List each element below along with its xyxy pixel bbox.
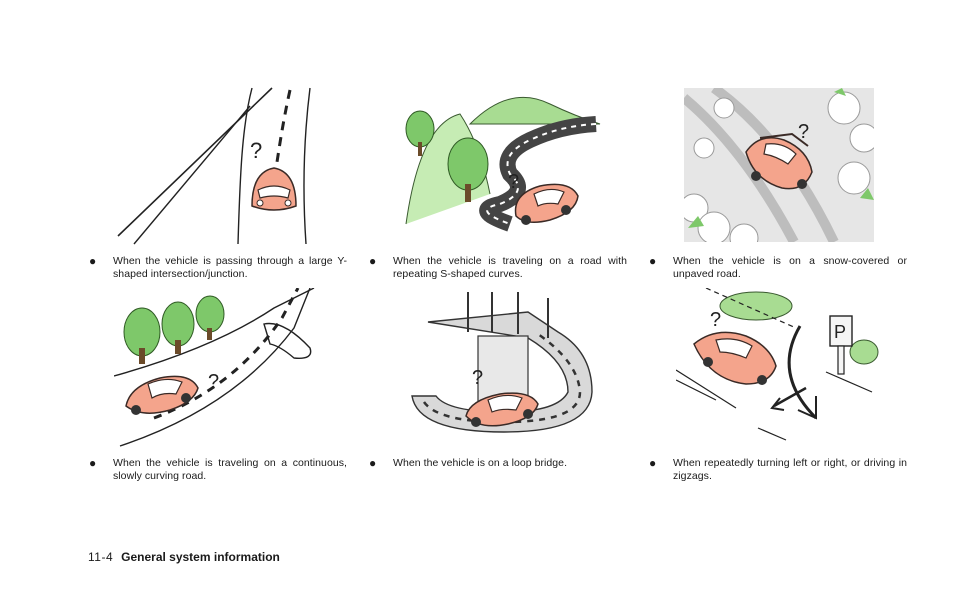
question-mark-icon: ?	[472, 367, 483, 389]
question-mark-icon: ?	[508, 171, 519, 193]
caption-text: When the vehicle is passing through a la…	[113, 255, 347, 280]
bullet-icon: ●	[649, 456, 657, 470]
question-mark-icon: ?	[250, 138, 262, 163]
tree-icon	[405, 110, 489, 202]
caption-text: When the vehicle is on a loop bridge.	[393, 457, 568, 469]
section-title: General system information	[121, 550, 280, 564]
svg-text:P: P	[834, 322, 846, 342]
bullet-icon: ●	[369, 456, 377, 470]
bullet-icon: ●	[89, 254, 97, 268]
bullet-icon: ●	[369, 254, 377, 268]
caption-text: When the vehicle is on a snow-covered or…	[673, 255, 907, 280]
illustration-snow-road: ?	[684, 88, 874, 242]
car-icon	[693, 331, 777, 385]
bullet-icon: ●	[649, 254, 657, 268]
caption-text: When the vehicle is traveling on a road …	[393, 255, 627, 280]
illustration-curving-road: ?	[114, 288, 320, 448]
bullet-icon: ●	[89, 456, 97, 470]
illustration-y-junction: ?	[112, 86, 352, 246]
illustration-zigzag: P ?	[676, 288, 880, 448]
car-icon	[465, 392, 539, 427]
car-icon	[125, 375, 199, 415]
page-footer: 11-4 General system information	[88, 550, 280, 564]
parking-sign-icon: P	[829, 315, 853, 375]
tree-icon	[123, 295, 225, 364]
caption-text: When the vehicle is traveling on a conti…	[113, 457, 347, 482]
car-icon	[251, 167, 297, 211]
caption-text: When repeatedly turning left or right, o…	[673, 457, 907, 482]
question-mark-icon: ?	[208, 371, 219, 393]
car-icon	[745, 132, 813, 190]
question-mark-icon: ?	[798, 121, 809, 143]
car-icon	[514, 183, 579, 225]
illustration-loop-bridge: ?	[408, 292, 598, 442]
illustration-s-curves: ?	[400, 84, 610, 234]
question-mark-icon: ?	[710, 309, 721, 331]
page-number: 11-4	[88, 550, 114, 564]
